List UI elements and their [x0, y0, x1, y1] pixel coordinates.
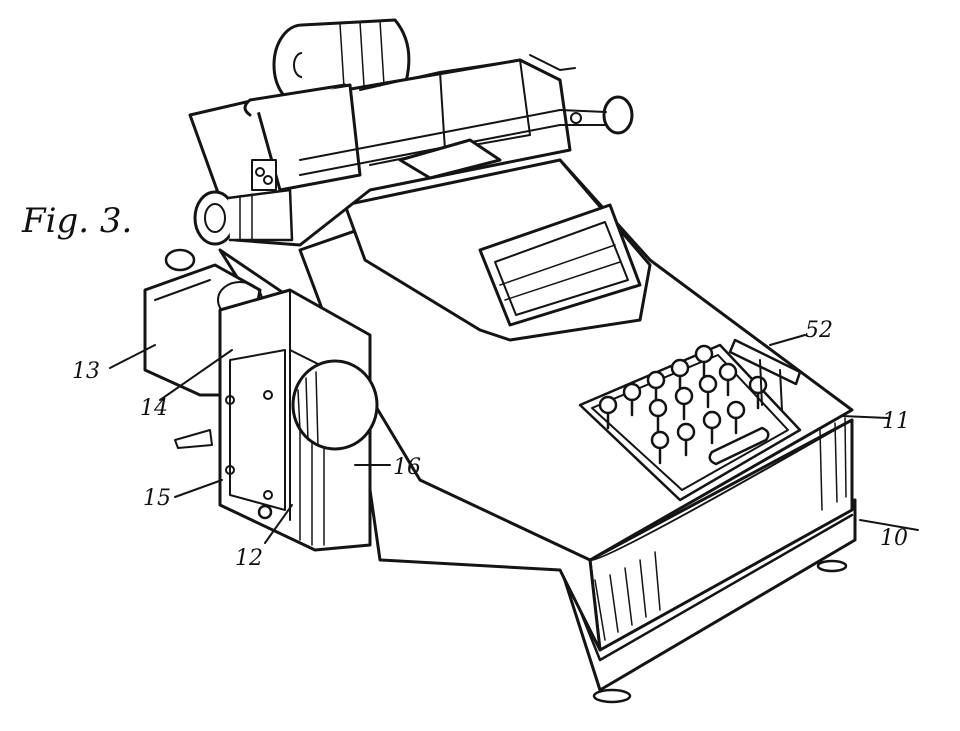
side-attachment	[143, 248, 379, 552]
label-15: 15	[143, 486, 171, 511]
label-13: 13	[72, 359, 100, 384]
platen-knob-right	[529, 54, 634, 135]
figure-title: Fig. 3.	[21, 201, 132, 241]
leader-lines	[109, 334, 919, 544]
label-16: 16	[393, 455, 421, 480]
label-10: 10	[880, 526, 908, 551]
platen-knob-left	[193, 159, 294, 246]
display-housing	[343, 158, 652, 342]
label-14: 14	[140, 396, 168, 421]
label-11: 11	[882, 409, 910, 434]
reference-labels: 10 11 12 13 14 15 16 52	[72, 318, 910, 571]
label-52: 52	[805, 318, 833, 343]
label-12: 12	[235, 546, 263, 571]
keyboard-keys	[598, 338, 802, 466]
